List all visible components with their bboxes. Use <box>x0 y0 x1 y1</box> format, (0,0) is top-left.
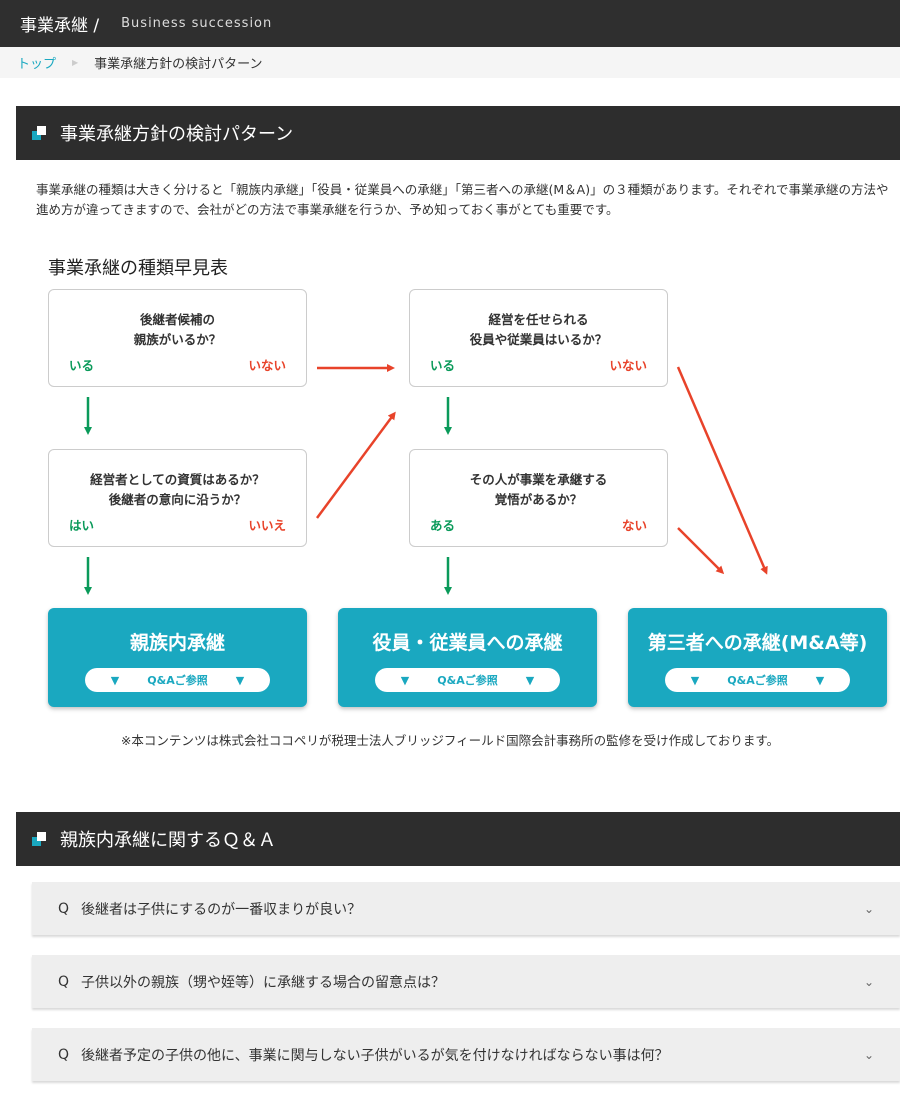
qa-link-label: Q&Aご参照 <box>437 674 498 687</box>
section-title: 事業承継方針の検討パターン <box>60 124 294 145</box>
section-heading-qa: 親族内承継に関するＱ＆Ａ <box>16 812 900 866</box>
result-card-third-party: 第三者への承継(M&A等) ▼ Q&Aご参照 ▼ <box>628 608 887 707</box>
heading-square-icon <box>32 126 46 140</box>
result-title: 役員・従業員への承継 <box>372 632 563 654</box>
faq-q-label: Q <box>58 1046 70 1063</box>
triangle-down-icon: ▼ <box>525 673 535 687</box>
qa-link-button[interactable]: ▼ Q&Aご参照 ▼ <box>375 668 560 692</box>
result-title: 親族内承継 <box>129 632 225 654</box>
yes-label: ある <box>430 518 456 533</box>
triangle-down-icon: ▼ <box>400 673 410 687</box>
question-line: 経営を任せられる <box>488 312 589 327</box>
question-line: 後継者候補の <box>139 312 215 327</box>
arrow-diagonal-icon <box>315 411 396 519</box>
faq-item[interactable]: Q 後継者予定の子供の他に、事業に関与しない子供がいるが気を付けなければならない… <box>32 1028 900 1081</box>
flow-arrows <box>84 364 768 595</box>
breadcrumb: トップ ▶ 事業承継方針の検討パターン <box>0 47 900 78</box>
faq-question: 後継者予定の子供の他に、事業に関与しない子供がいるが気を付けなければならない事は… <box>81 1047 669 1064</box>
breadcrumb-current: 事業承継方針の検討パターン <box>94 57 263 72</box>
qa-link-label: Q&Aご参照 <box>147 674 208 687</box>
header-subtitle: Business succession <box>121 16 273 31</box>
result-card-employee: 役員・従業員への承継 ▼ Q&Aご参照 ▼ <box>338 608 597 707</box>
no-label: いいえ <box>248 518 286 533</box>
section-heading-patterns: 事業承継方針の検討パターン <box>16 106 900 160</box>
question-line: 覚悟があるか？ <box>494 492 583 507</box>
question-box-employee: 経営を任せられる 役員や従業員はいるか？ いる いない <box>409 289 668 387</box>
qa-link-button[interactable]: ▼ Q&Aご参照 ▼ <box>665 668 850 692</box>
arrow-diagonal-icon <box>676 366 768 575</box>
question-box-family: 後継者候補の 親族がいるか？ いる いない <box>48 289 307 387</box>
faq-q-label: Q <box>58 900 70 917</box>
arrow-diagonal-icon <box>677 527 725 575</box>
triangle-down-icon: ▼ <box>690 673 700 687</box>
question-line: その人が事業を承継する <box>469 472 608 487</box>
question-line: 役員や従業員はいるか？ <box>469 332 608 347</box>
result-title: 第三者への承継(M&A等) <box>647 632 868 654</box>
triangle-down-icon: ▼ <box>235 673 245 687</box>
chevron-down-icon: ⌄ <box>863 974 874 989</box>
breadcrumb-separator-icon: ▶ <box>72 58 79 67</box>
faq-question: 子供以外の親族（甥や姪等）に承継する場合の留意点は？ <box>81 974 446 991</box>
no-label: いない <box>609 358 647 373</box>
section-title: 親族内承継に関するＱ＆Ａ <box>60 830 276 851</box>
chevron-down-icon: ⌄ <box>863 1047 874 1062</box>
breadcrumb-home-link[interactable]: トップ <box>17 57 57 72</box>
no-label: いない <box>248 358 286 373</box>
triangle-down-icon: ▼ <box>110 673 120 687</box>
question-box-qualification: 経営者としての資質はあるか？ 後継者の意向に沿うか？ はい いいえ <box>48 449 307 547</box>
question-line: 経営者としての資質はあるか？ <box>90 472 265 487</box>
site-header: 事業承継 / Business succession <box>0 0 900 47</box>
yes-label: いる <box>430 358 456 373</box>
faq-item[interactable]: Q 後継者は子供にするのが一番収まりが良い？ ⌄ <box>32 882 900 935</box>
chevron-down-icon: ⌄ <box>863 901 874 916</box>
question-line: 親族がいるか？ <box>133 332 222 347</box>
faq-item[interactable]: Q 子供以外の親族（甥や姪等）に承継する場合の留意点は？ ⌄ <box>32 955 900 1008</box>
no-label: ない <box>621 518 647 533</box>
qa-link-label: Q&Aご参照 <box>727 674 788 687</box>
supervision-note: ※本コンテンツは株式会社ココペリが税理士法人ブリッジフィールド国際会計事務所の監… <box>120 733 780 748</box>
result-card-family: 親族内承継 ▼ Q&Aご参照 ▼ <box>48 608 307 707</box>
intro-text: 事業承継の種類は大きく分けると「親族内承継」「役員・従業員への承継」「第三者への… <box>36 182 889 217</box>
yes-label: いる <box>69 358 95 373</box>
faq-question: 後継者は子供にするのが一番収まりが良い？ <box>81 901 362 918</box>
qa-link-button[interactable]: ▼ Q&Aご参照 ▼ <box>85 668 270 692</box>
faq-q-label: Q <box>58 973 70 990</box>
question-line: 後継者の意向に沿うか？ <box>108 492 247 507</box>
chart-title: 事業承継の種類早見表 <box>48 258 228 279</box>
heading-square-icon <box>32 832 46 846</box>
yes-label: はい <box>69 518 95 533</box>
header-title: 事業承継 / <box>20 16 100 36</box>
triangle-down-icon: ▼ <box>815 673 825 687</box>
question-box-resolve: その人が事業を承継する 覚悟があるか？ ある ない <box>409 449 668 547</box>
